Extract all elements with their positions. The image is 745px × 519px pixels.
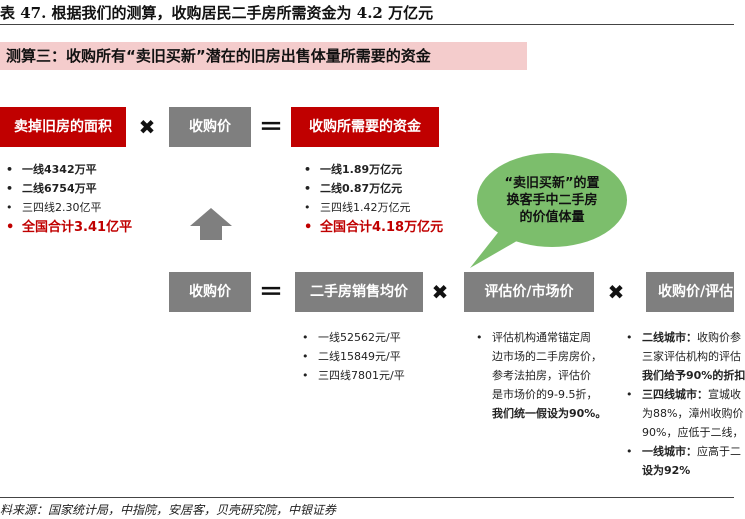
eval-line: 是市场价的9-9.5折，: [492, 388, 598, 401]
avg-price-box: 二手房销售均价: [295, 272, 423, 312]
eval-line: 评估机构通常锚定周: [492, 331, 591, 344]
section-banner: 测算三：收购所有“卖旧买新”潜在的旧房出售体量所需要的资金: [0, 42, 527, 70]
source-note: 料来源：国家统计局，中指院，安居客，贝壳研究院，中银证券: [0, 503, 337, 517]
list-item: 二线15849元/平: [296, 347, 405, 366]
list-item: 二线0.87万亿元: [298, 179, 443, 198]
eval-line: 参考法拍房，评估价: [492, 369, 591, 382]
purchase-price-box: 收购价: [169, 107, 251, 147]
eval-line: 边市场的二手房房价，: [492, 350, 602, 363]
list-item: 三四线1.42万亿元: [298, 198, 443, 217]
list-item: 三四线2.30亿平: [0, 198, 132, 217]
equals-icon: ＝: [259, 113, 283, 141]
title-rule: [0, 24, 734, 25]
ratio-box: 收购价/评估: [646, 272, 734, 312]
bullet: •: [476, 331, 483, 344]
source-rule: [0, 497, 734, 498]
ratio-label: 一线城市：: [642, 445, 697, 458]
list-item: 三四线7801元/平: [296, 366, 405, 385]
list-item: 全国合计3.41亿平: [0, 217, 132, 239]
multiply-icon-3: ✖: [607, 280, 625, 304]
arrow-up-icon: [190, 208, 232, 240]
eval-price-box: 评估价/市场价: [464, 272, 594, 312]
required-funds-box: 收购所需要的资金: [291, 107, 439, 147]
list-item: 全国合计4.18万亿元: [298, 217, 443, 239]
purchase-price-box-2: 收购价: [169, 272, 251, 312]
multiply-icon-2: ✖: [431, 280, 449, 304]
multiply-icon: ✖: [138, 115, 156, 139]
area-sold-box: 卖掉旧房的面积: [0, 107, 126, 147]
list-item: 一线4342万平: [0, 160, 132, 179]
list-item: 一线1.89万亿元: [298, 160, 443, 179]
area-list: 一线4342万平 二线6754万平 三四线2.30亿平 全国合计3.41亿平: [0, 160, 132, 239]
avg-price-list: 一线52562元/平 二线15849元/平 三四线7801元/平: [296, 328, 405, 385]
equals-icon-2: ＝: [259, 278, 283, 306]
speech-bubble-shape: [470, 153, 627, 268]
funds-list: 一线1.89万亿元 二线0.87万亿元 三四线1.42万亿元 全国合计4.18万…: [298, 160, 443, 239]
eval-assumption: 我们统一假设为90%。: [492, 407, 607, 420]
bubble-text: “卖旧买新”的置换客手中二手房的价值体量: [504, 175, 600, 225]
eval-note: • 评估机构通常锚定周 边市场的二手房房价， 参考法拍房，评估价 是市场价的9-…: [470, 328, 610, 423]
table-title: 表 47. 根据我们的测算，收购居民二手房所需资金为 4.2 万亿元: [0, 4, 434, 22]
ratio-label: 二线城市：: [642, 331, 697, 344]
list-item: 二线6754万平: [0, 179, 132, 198]
ratio-label: 三四线城市：: [642, 388, 708, 401]
speech-bubble: “卖旧买新”的置换客手中二手房的价值体量: [478, 156, 626, 244]
ratio-notes: • 二线城市：收购价参 三家评估机构的评估 我们给予90%的折扣 • 三四线城市…: [626, 331, 745, 477]
list-item: 一线52562元/平: [296, 328, 405, 347]
